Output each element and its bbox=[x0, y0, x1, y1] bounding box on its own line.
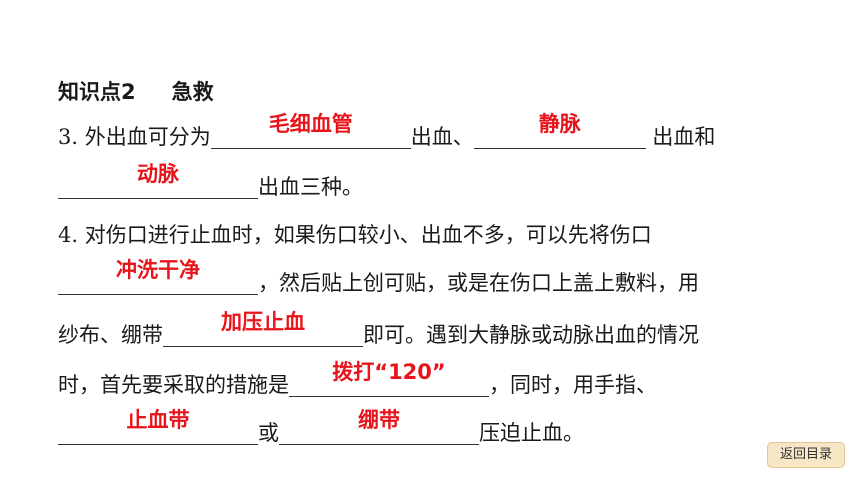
blank-capillary: 毛细血管 bbox=[210, 112, 411, 152]
q4-text-7: 或 bbox=[258, 421, 279, 445]
section-label: 知识点2 bbox=[58, 80, 136, 104]
answer-vein: 静脉 bbox=[538, 112, 581, 136]
q4-text-1: 4. 对伤口进行止血时，如果伤口较小、出血不多，可以先将伤口 bbox=[58, 223, 652, 247]
q4-line-4: 时，首先要采取的措施是 拨打“120” ，同时，用手指、 bbox=[58, 360, 657, 400]
blank-bandage: 绷带 bbox=[279, 408, 479, 448]
q3-text-4: 出血三种。 bbox=[258, 175, 363, 199]
blank-pressure: 加压止血 bbox=[163, 310, 363, 350]
blank-rinse: 冲洗干净 bbox=[58, 258, 258, 298]
back-to-contents-button[interactable]: 返回目录 bbox=[767, 442, 845, 468]
q4-text-3: 纱布、绷带 bbox=[58, 323, 163, 347]
q3-text-2: 出血、 bbox=[410, 125, 474, 149]
q3-text-3: 出血和 bbox=[645, 125, 716, 149]
section-heading: 知识点2 急救 bbox=[58, 76, 214, 106]
blank-tourniquet: 止血带 bbox=[58, 408, 258, 448]
q4-text-8: 压迫止血。 bbox=[479, 421, 584, 445]
q3-text-1: 3. 外出血可分为 bbox=[58, 125, 211, 149]
q4-line-5: 止血带或 绷带压迫止血。 bbox=[58, 408, 584, 448]
answer-call: 拨打“120” bbox=[332, 360, 446, 384]
q4-text-2: ，然后贴上创可贴，或是在伤口上盖上敷料，用 bbox=[258, 271, 699, 295]
q4-line-2: 冲洗干净 ，然后贴上创可贴，或是在伤口上盖上敷料，用 bbox=[58, 258, 699, 298]
q3-line-2: 动脉出血三种。 bbox=[58, 162, 363, 202]
section-title: 急救 bbox=[171, 80, 214, 104]
answer-pressure: 加压止血 bbox=[221, 310, 305, 334]
q4-line-1: 4. 对伤口进行止血时，如果伤口较小、出血不多，可以先将伤口 bbox=[58, 220, 652, 250]
answer-bandage: 绷带 bbox=[358, 408, 400, 432]
blank-artery: 动脉 bbox=[58, 162, 258, 202]
q4-text-4: 即可。遇到大静脉或动脉出血的情况 bbox=[363, 323, 699, 347]
answer-capillary: 毛细血管 bbox=[268, 112, 353, 136]
q3-line-1: 3. 外出血可分为 毛细血管出血、 静脉 出血和 bbox=[58, 112, 716, 152]
q4-text-5: 时，首先要采取的措施是 bbox=[58, 373, 289, 397]
answer-tourniquet: 止血带 bbox=[126, 408, 190, 432]
blank-call: 拨打“120” bbox=[289, 360, 489, 400]
q4-text-6: ，同时，用手指、 bbox=[489, 373, 657, 397]
answer-rinse: 冲洗干净 bbox=[116, 258, 200, 282]
q4-line-3: 纱布、绷带 加压止血即可。遇到大静脉或动脉出血的情况 bbox=[58, 310, 699, 350]
blank-vein: 静脉 bbox=[473, 112, 646, 152]
answer-artery: 动脉 bbox=[137, 162, 179, 186]
